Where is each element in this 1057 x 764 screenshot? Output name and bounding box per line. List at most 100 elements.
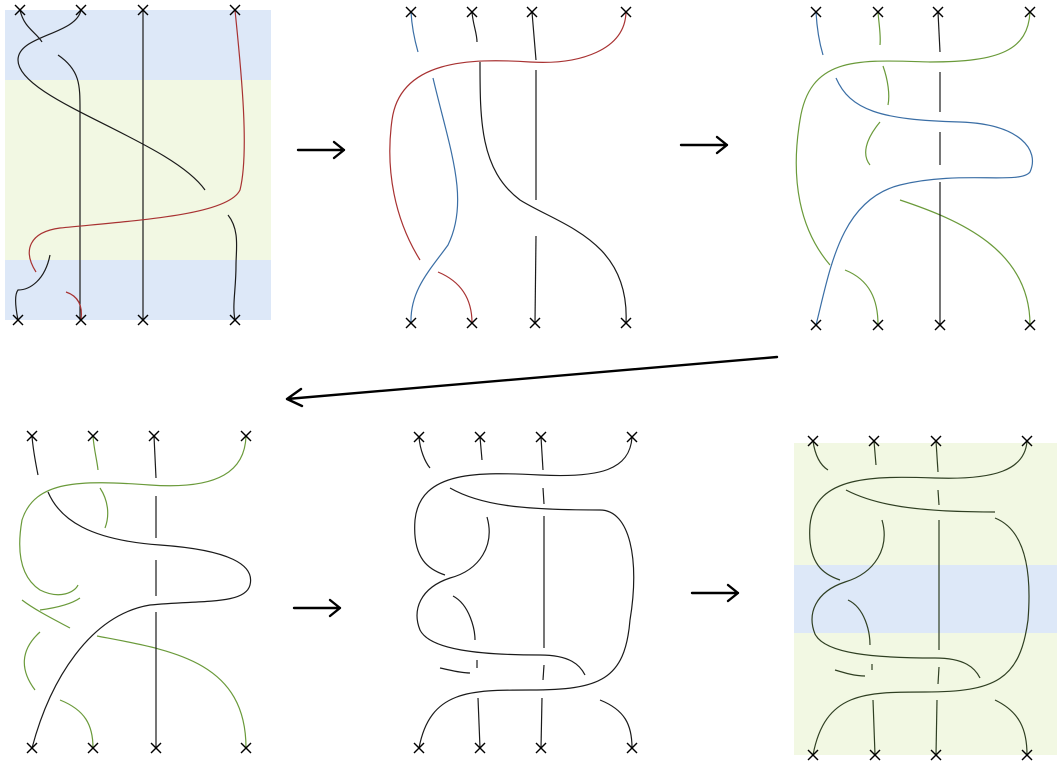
endpoint-crosses: [12, 4, 241, 326]
cross-mark: [626, 431, 638, 443]
cross-mark: [810, 6, 822, 18]
strand: [935, 699, 938, 756]
cross-stroke: [868, 435, 880, 447]
right-arrow: [296, 140, 346, 160]
strand: [542, 664, 545, 681]
strand: [542, 487, 545, 505]
cross-mark: [932, 6, 944, 18]
cross-mark: [413, 431, 425, 443]
strand: [937, 11, 941, 53]
cross-mark: [240, 430, 252, 442]
cross-mark: [413, 742, 425, 754]
cross-mark: [872, 6, 884, 18]
cross-stroke: [620, 6, 632, 18]
cross-stroke: [930, 749, 942, 761]
strand: [437, 271, 473, 324]
cross-stroke: [26, 742, 38, 754]
cross-stroke: [626, 742, 638, 754]
endpoint-crosses: [807, 435, 1033, 761]
cross-stroke: [810, 319, 822, 331]
strand: [418, 487, 635, 749]
strand: [935, 440, 939, 473]
strand: [865, 121, 881, 166]
strand: [937, 489, 940, 506]
strand: [153, 435, 157, 479]
cross-mark: [1021, 435, 1033, 447]
cross-stroke: [1021, 749, 1033, 761]
strand: [57, 54, 81, 320]
cross-mark: [229, 314, 241, 326]
cross-stroke: [1021, 435, 1033, 447]
cross-mark: [535, 431, 547, 443]
strand: [812, 440, 829, 471]
strand: [844, 269, 879, 326]
cross-mark: [466, 317, 478, 329]
band-blue-top: [5, 10, 271, 80]
panel-6: [794, 435, 1057, 761]
cross-mark: [872, 319, 884, 331]
cross-mark: [474, 742, 486, 754]
strand: [531, 11, 537, 61]
endpoint-crosses: [405, 6, 632, 329]
cross-stroke: [807, 749, 819, 761]
cross-mark: [930, 749, 942, 761]
strand: [899, 199, 1031, 326]
strand: [28, 9, 245, 273]
cross-stroke: [872, 319, 884, 331]
strand: [21, 599, 71, 629]
strand: [873, 440, 877, 466]
strand: [534, 235, 537, 324]
strand: [418, 436, 431, 469]
strand: [809, 440, 1028, 581]
cross-mark: [930, 435, 942, 447]
cross-mark: [626, 742, 638, 754]
strand: [882, 65, 890, 106]
cross-stroke: [474, 431, 486, 443]
strand: [19, 9, 43, 43]
cross-mark: [620, 317, 632, 329]
cross-stroke: [535, 742, 547, 754]
strand: [795, 11, 1031, 266]
band-blue-bottom: [5, 260, 271, 320]
cross-mark: [75, 314, 87, 326]
panel-3: [795, 6, 1036, 331]
right-arrow: [292, 598, 342, 618]
cross-mark: [14, 4, 26, 16]
strand: [59, 699, 94, 749]
strand: [31, 435, 39, 476]
cross-stroke: [810, 6, 822, 18]
panel-1: [5, 4, 271, 326]
cross-stroke: [240, 742, 252, 754]
strand: [39, 597, 81, 611]
cross-mark: [137, 314, 149, 326]
cross-mark: [240, 742, 252, 754]
strand: [96, 635, 247, 749]
strand: [811, 519, 981, 679]
strand: [15, 254, 51, 321]
cross-stroke: [474, 742, 486, 754]
cross-mark: [807, 749, 819, 761]
cross-stroke: [529, 317, 541, 329]
strand: [877, 11, 881, 46]
strand: [99, 487, 109, 529]
cross-stroke: [405, 6, 417, 18]
cross-mark: [87, 430, 99, 442]
cross-mark: [810, 319, 822, 331]
diagonal-return-arrow: [285, 355, 779, 408]
cross-mark: [1024, 319, 1036, 331]
cross-mark: [526, 6, 538, 18]
strand: [599, 699, 633, 749]
strand: [416, 516, 586, 676]
cross-mark: [229, 4, 241, 16]
band-yellow-middle: [5, 80, 271, 260]
cross-stroke: [229, 4, 241, 16]
cross-mark: [1021, 749, 1033, 761]
strand: [847, 599, 871, 646]
strand: [815, 77, 1034, 326]
strand: [479, 61, 627, 324]
cross-mark: [75, 4, 87, 16]
cross-stroke: [526, 6, 538, 18]
cross-mark: [1024, 6, 1036, 18]
strand: [19, 435, 247, 596]
strand: [479, 436, 483, 461]
